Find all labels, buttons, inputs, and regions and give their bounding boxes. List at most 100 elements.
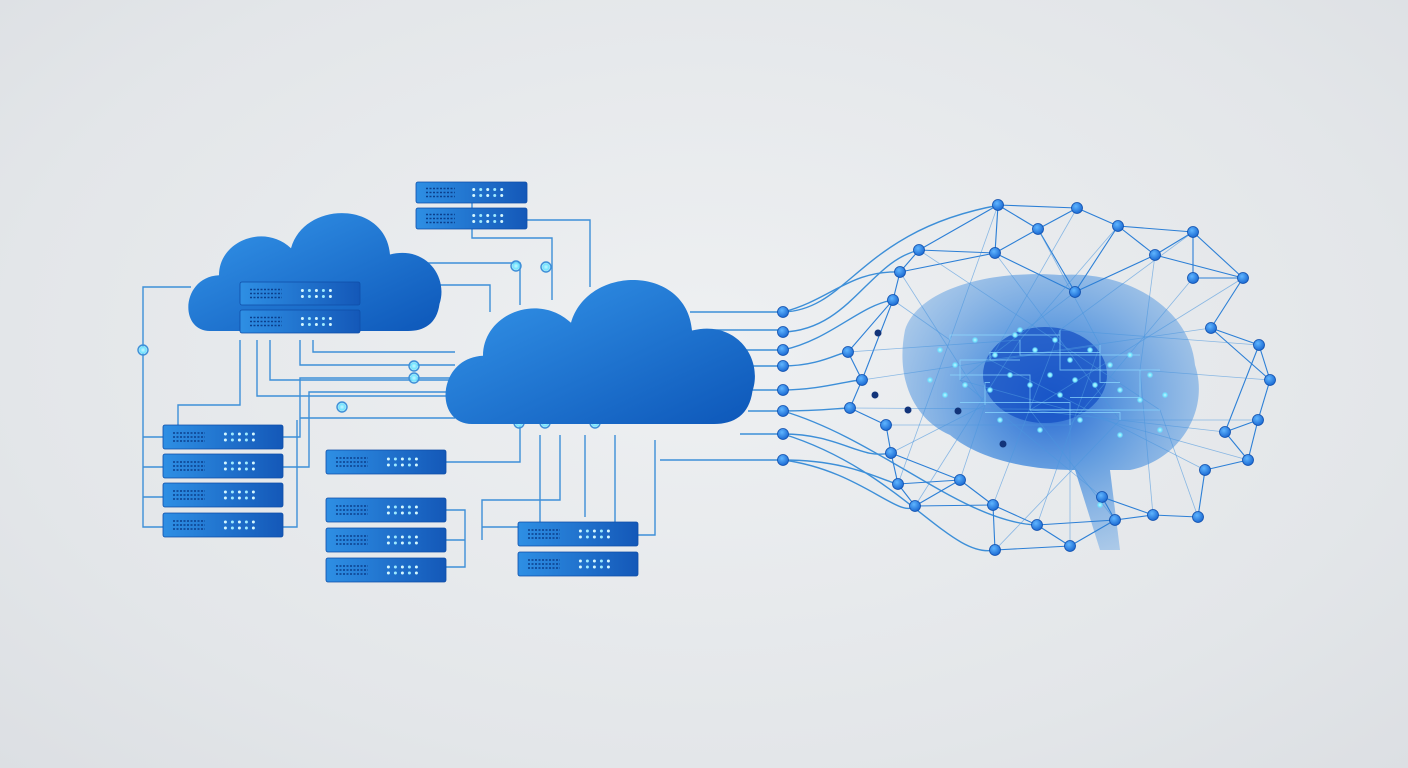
neural-node — [1096, 491, 1108, 503]
synapse-glow — [1036, 426, 1044, 434]
neural-link — [1036, 519, 1116, 526]
neural-link — [1076, 207, 1119, 227]
connector-wire — [782, 407, 851, 412]
synapse-glow — [951, 361, 959, 369]
neural-link — [1210, 327, 1260, 346]
neural-node — [989, 247, 1001, 259]
neural-node — [1032, 223, 1044, 235]
signal-glow — [137, 344, 149, 356]
neural-link — [892, 299, 951, 341]
synapse-glow — [1091, 381, 1099, 389]
connector-wire — [283, 420, 298, 528]
neural-link — [959, 379, 1103, 498]
neural-link — [1059, 231, 1194, 331]
neural-node — [1147, 509, 1159, 521]
neural-node — [1069, 286, 1081, 298]
synapse-glow — [1051, 336, 1059, 344]
synapse-glow — [1076, 416, 1084, 424]
synapse-glow — [1066, 356, 1074, 364]
neural-link — [1159, 409, 1199, 518]
neural-link — [918, 249, 996, 254]
neural-node — [842, 346, 854, 358]
brain-core — [983, 327, 1107, 423]
neural-node — [880, 419, 892, 431]
server-rack — [239, 281, 361, 306]
neural-link — [992, 504, 996, 551]
connector-wire — [177, 340, 241, 420]
neural-link — [1192, 231, 1244, 279]
synapse-glow — [1056, 391, 1064, 399]
neural-link — [1117, 225, 1194, 233]
signal-glow — [510, 260, 522, 272]
neural-node — [954, 407, 962, 415]
synapse-glow — [1096, 501, 1104, 509]
synapse-glow — [971, 336, 979, 344]
neural-link — [1037, 207, 1078, 230]
neural-link — [1036, 524, 1071, 547]
neural-node — [1237, 272, 1249, 284]
neural-link — [1247, 419, 1259, 461]
wire-terminal-node — [777, 384, 789, 396]
connector-wire — [482, 435, 541, 528]
synapse-glow — [1006, 371, 1014, 379]
neural-link — [897, 339, 951, 485]
neural-node — [1064, 540, 1076, 552]
neural-link — [847, 339, 1021, 353]
brain-circuit-trace — [1059, 330, 1160, 371]
synapse-glow — [1031, 346, 1039, 354]
connector-wire — [283, 391, 455, 468]
neural-link — [1257, 379, 1271, 421]
connector-wire — [269, 340, 455, 381]
neural-link — [1019, 225, 1119, 341]
synapse-glow — [1046, 371, 1054, 379]
synapse-glow — [1106, 361, 1114, 369]
neural-link — [899, 252, 996, 273]
brain-circuit-trace — [989, 352, 1100, 360]
neural-link — [1101, 496, 1154, 516]
neural-node — [1109, 514, 1121, 526]
neural-link — [1074, 225, 1119, 293]
neural-node — [1149, 249, 1161, 261]
synapse-glow — [1136, 396, 1144, 404]
neural-link — [914, 339, 1021, 507]
neural-link — [1069, 519, 1116, 547]
wire-terminal-node — [777, 405, 789, 417]
connector-wire — [782, 379, 863, 391]
neural-node — [1252, 414, 1264, 426]
server-rack — [162, 482, 284, 508]
synapse-glow — [926, 376, 934, 384]
neural-link — [1154, 254, 1244, 279]
neural-link — [1059, 329, 1260, 346]
neural-link — [914, 479, 961, 507]
neural-node — [1199, 464, 1211, 476]
neural-node — [909, 500, 921, 512]
neural-link — [997, 204, 1039, 230]
connector-wire — [481, 435, 561, 540]
server-rack — [162, 424, 284, 450]
neural-link — [1074, 254, 1156, 293]
connector-wire — [445, 509, 466, 568]
server-rack-group — [162, 181, 639, 583]
synapse-glow — [991, 351, 999, 359]
synapse-glow — [1026, 381, 1034, 389]
neural-link — [890, 404, 986, 454]
synapse-glow — [996, 416, 1004, 424]
neural-link — [849, 407, 887, 426]
connector-wire — [782, 410, 1036, 526]
neural-node — [1253, 339, 1265, 351]
neural-link — [918, 249, 1161, 411]
connector-wire — [782, 459, 916, 509]
synapse-glow — [986, 386, 994, 394]
connector-wire — [782, 299, 894, 351]
neural-node — [999, 440, 1007, 448]
connector-wire — [440, 284, 491, 312]
neural-node — [844, 402, 856, 414]
neural-node — [1187, 272, 1199, 284]
neural-node — [887, 294, 899, 306]
neural-link — [1139, 254, 1156, 371]
neural-link — [1224, 431, 1249, 461]
brain-circuit-trace — [960, 402, 1071, 425]
neural-link — [1204, 459, 1249, 471]
neural-link — [949, 204, 999, 341]
